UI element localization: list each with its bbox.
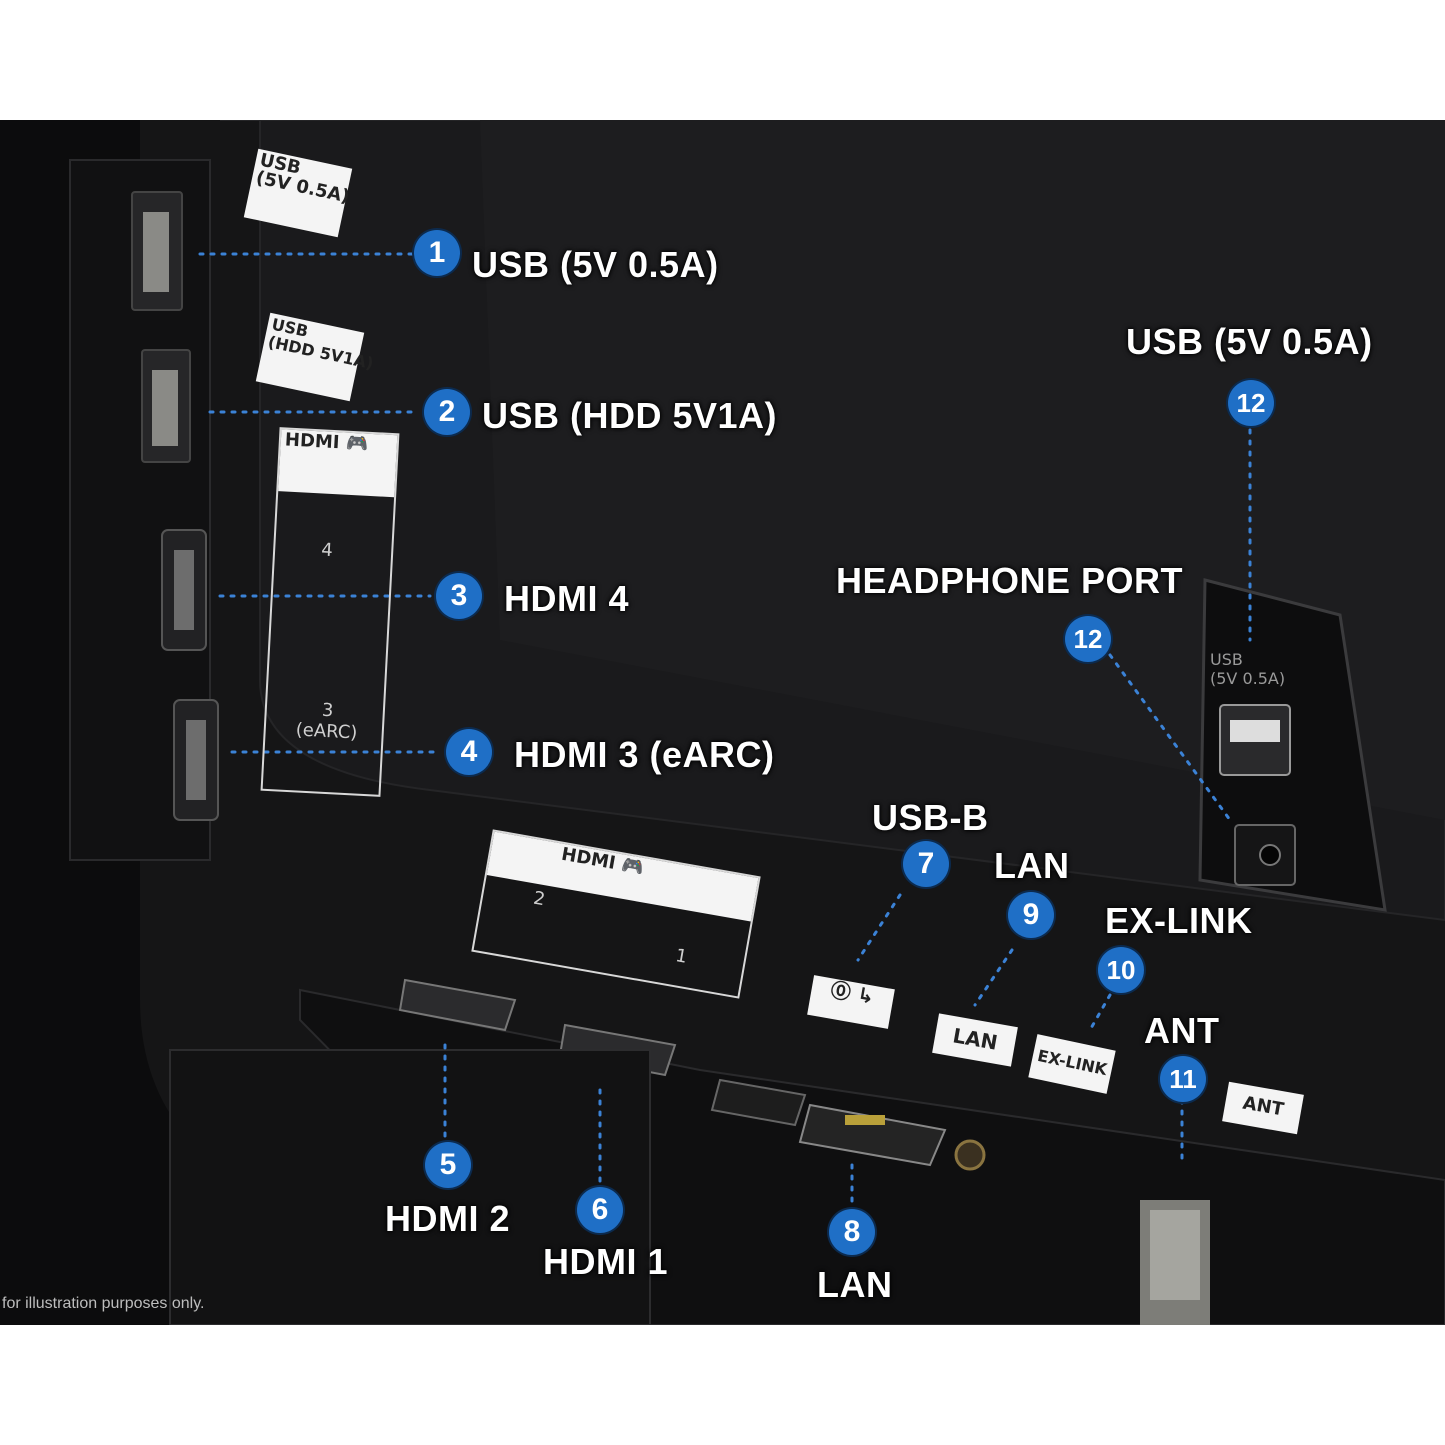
gamepad-icon: 🎮: [619, 854, 646, 879]
hdmi-side-header-text: HDMI: [284, 429, 341, 454]
callout-label-9: LAN: [994, 845, 1070, 886]
callout-badge-4: 4: [446, 729, 492, 775]
sticker-hdmi-side: HDMI 🎮 4 3 (eARC): [260, 427, 400, 797]
callout-label-4: HDMI 3 (eARC): [514, 734, 775, 775]
callout-label-2: USB (HDD 5V1A): [482, 395, 778, 436]
callout-label-12-usb: USB (5V 0.5A): [1126, 321, 1373, 362]
callout-badge-11: 11: [1160, 1056, 1206, 1102]
callout-badge-12-usb: 12: [1228, 380, 1274, 426]
callout-badge-8: 8: [829, 1209, 875, 1255]
disclaimer-text: for illustration purposes only.: [2, 1295, 205, 1312]
callout-label-5: HDMI 2: [385, 1198, 511, 1239]
callout-label-12-headphone: HEADPHONE PORT: [836, 560, 1184, 601]
callout-badge-7: 7: [903, 841, 949, 887]
lan-port: [798, 1103, 947, 1167]
gamepad-icon: 🎮: [345, 432, 369, 455]
callout-badge-3: 3: [436, 573, 482, 619]
callout-badge-6: 6: [577, 1187, 623, 1233]
hdmi-bottom-port-1-label: 1: [673, 945, 689, 968]
callout-lines: [198, 252, 1252, 1212]
callout-label-6: HDMI 1: [543, 1241, 669, 1282]
hdmi-side-port-3-label: 3 (eARC): [295, 699, 358, 744]
callout-badge-2: 2: [424, 389, 470, 435]
tv-rear-panel-illustration: [69, 120, 1445, 1325]
callout-label-10: EX-LINK: [1105, 900, 1253, 941]
optical-port: [710, 1078, 807, 1127]
callout-label-3: HDMI 4: [504, 578, 630, 619]
hdmi-port-2: [398, 978, 517, 1032]
callout-label-11: ANT: [1144, 1010, 1220, 1051]
callout-badge-12-headphone: 12: [1065, 616, 1111, 662]
callout-badge-5: 5: [425, 1142, 471, 1188]
tv-rear-photo: USB (5V 0.5A) USB (HDD 5V1A) HDMI 🎮 4 3 …: [0, 120, 1445, 1325]
exlink-jack: [954, 1139, 986, 1171]
hdmi-side-port-4-label: 4: [320, 539, 334, 562]
callout-label-1: USB (5V 0.5A): [472, 244, 719, 285]
sticker-side-usb: USB (5V 0.5A): [1210, 650, 1286, 688]
label-plate: [169, 1049, 651, 1325]
callout-label-8: LAN: [817, 1264, 893, 1305]
callout-badge-10: 10: [1098, 947, 1144, 993]
upper-plate: [440, 120, 1445, 820]
usb-b-icon: ⓪ ↳: [828, 977, 877, 1009]
callout-badge-1: 1: [414, 230, 460, 276]
callout-label-7: USB-B: [872, 797, 989, 838]
hdmi-bottom-port-2-label: 2: [531, 887, 547, 911]
callout-badge-9: 9: [1008, 892, 1054, 938]
sticker-hdmi-side-header: HDMI 🎮: [278, 429, 398, 498]
